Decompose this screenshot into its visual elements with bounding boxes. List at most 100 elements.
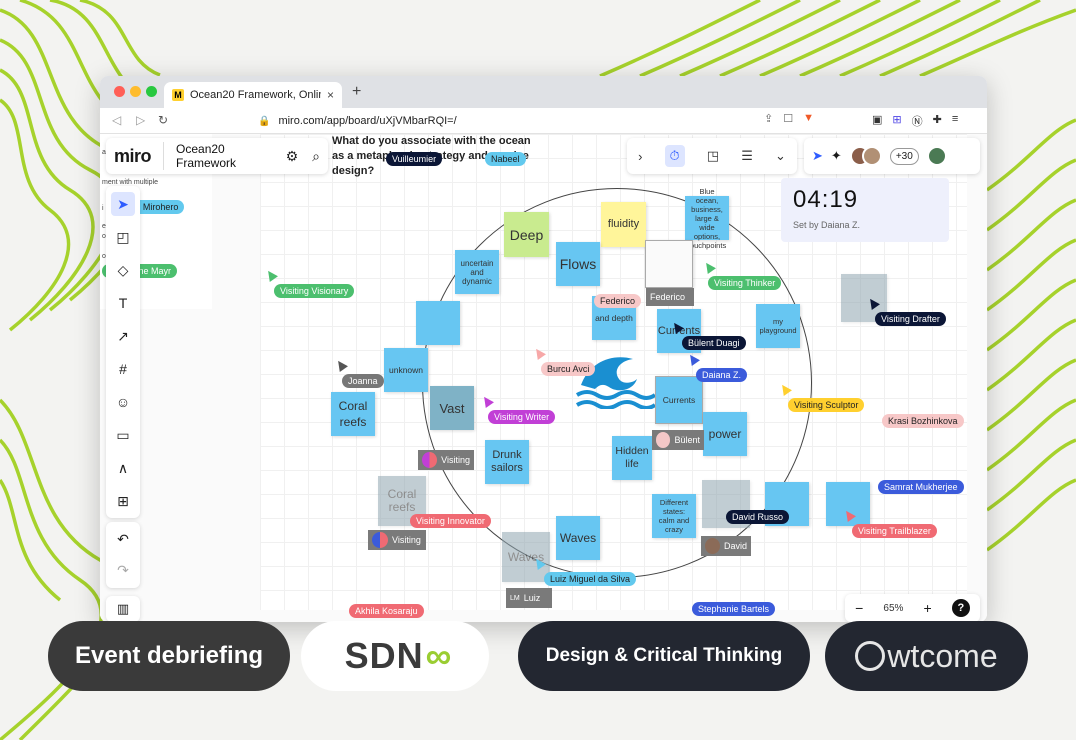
zoom-in-icon[interactable]: + (923, 600, 932, 616)
sticky-note[interactable] (416, 301, 460, 345)
sdn-logo-pill: SDN∞ (301, 621, 489, 691)
redo-icon[interactable]: ↷ (117, 562, 129, 578)
brave-shield-icon[interactable]: ▼ (803, 112, 814, 124)
sticky-note-grey[interactable] (645, 240, 693, 288)
cursor-tag-samrat-mukherjee: Samrat Mukherjee (878, 480, 964, 494)
sticky-note[interactable]: Drunk sailors (485, 440, 529, 484)
sticky-note[interactable]: power (703, 412, 747, 456)
emoji-sticker-icon[interactable]: ☺ (115, 394, 131, 410)
cursor-tag-visiting-writer: Visiting Writer (488, 410, 556, 424)
pen-icon[interactable]: ∧ (117, 459, 129, 476)
owtcome-o-icon (855, 641, 886, 671)
zoom-level[interactable]: 65% (883, 602, 904, 614)
notion-extension-icon[interactable]: ▣ (872, 114, 883, 126)
event-debriefing-pill: Event debriefing (48, 621, 290, 691)
search-icon[interactable]: ⌕ (312, 147, 320, 164)
avatar (705, 538, 720, 554)
back-icon[interactable]: ◁ (112, 113, 122, 127)
puzzle-extension-icon[interactable]: ✚ (932, 114, 942, 126)
initials-avatar: LM (510, 594, 520, 602)
lock-icon: 🔒 (258, 115, 271, 127)
sticky-note[interactable]: Waves (556, 516, 600, 560)
sticky-note[interactable]: fluidity (601, 202, 646, 247)
sticky-note-faded[interactable]: Waves (502, 532, 550, 582)
cursor-tag-luiz-miguel-da-silva: Luiz Miguel da Silva (544, 572, 637, 586)
user-label: Federico (650, 292, 686, 302)
board-name[interactable]: Ocean20 Framework (163, 142, 268, 170)
infinity-loop-icon: ∞ (425, 635, 452, 676)
undo-redo-bar: ↶ ↷ (106, 522, 140, 588)
avatar (656, 432, 671, 448)
sticky-note[interactable]: Blue ocean, business, large & wide optio… (685, 187, 729, 250)
reload-icon[interactable]: ↻ (158, 113, 169, 127)
undo-icon[interactable]: ↶ (117, 531, 129, 547)
forward-icon[interactable]: ▷ (136, 113, 146, 127)
more-collaborators-badge[interactable]: +30 (889, 147, 919, 165)
close-window-button[interactable] (114, 86, 125, 97)
user-label: Bülent (674, 435, 700, 445)
browser-window: M Ocean20 Framework, Online W × + ◁ ▷ ↻ … (100, 76, 987, 622)
miro-favicon-icon: M (172, 89, 184, 101)
cursor-tag-visiting-trailblazer: Visiting Trailblazer (852, 524, 937, 538)
sticky-note[interactable]: Different states: calm and crazy (652, 494, 696, 538)
browser-tab[interactable]: M Ocean20 Framework, Online W × (164, 82, 342, 108)
design-thinking-label: Design & Critical Thinking (545, 645, 783, 666)
miro-logo[interactable]: miro (114, 145, 152, 166)
sticky-note[interactable]: Deep (504, 212, 549, 257)
select-cursor-icon[interactable]: ➤ (111, 192, 135, 216)
chevron-right-icon[interactable]: › (638, 148, 643, 164)
sticky-note[interactable]: Vast (430, 386, 474, 430)
sticky-note[interactable]: Currents (655, 376, 703, 424)
sticky-note[interactable]: Flows (556, 242, 600, 286)
share-icon[interactable]: ⇪ (764, 113, 774, 125)
n-extension-icon[interactable]: Ⓝ (911, 116, 923, 128)
frame-icon[interactable]: # (119, 361, 127, 377)
timer-widget[interactable]: 04:19 Set by Daiana Z. (781, 178, 949, 242)
cursor-tag-joanna: Joanna (342, 374, 384, 388)
frames-panel-icon[interactable]: ▥ (106, 596, 140, 622)
sticky-note[interactable] (826, 482, 870, 526)
user-label-box: Federico (646, 288, 694, 306)
sticky-note[interactable]: unknown (384, 348, 428, 392)
owtcome-logo-pill: wtcome (825, 621, 1028, 691)
text-tool-icon[interactable]: T (118, 295, 128, 311)
chevron-down-icon[interactable]: ⌄ (775, 148, 786, 163)
zoom-out-icon[interactable]: − (855, 600, 864, 616)
bookmark-icon[interactable]: ☐ (783, 113, 794, 125)
timer-set-by: Set by Daiana Z. (793, 220, 861, 230)
cursor-tag-nabeel: Nabeel (485, 152, 526, 166)
sticky-note[interactable]: Hidden life (612, 436, 652, 480)
more-apps-plus-icon[interactable]: ⊞ (117, 492, 129, 509)
sticky-note[interactable]: Coral reefs (331, 392, 375, 436)
sticky-note-icon[interactable]: ◰ (116, 228, 130, 245)
notes-icon[interactable]: ☰ (741, 148, 753, 163)
left-frame-text: ac (102, 148, 212, 158)
user-avatar[interactable] (926, 146, 947, 166)
tab-close-icon[interactable]: × (326, 88, 334, 102)
new-tab-button[interactable]: + (352, 83, 362, 100)
sticky-note[interactable]: uncertain and dynamic (455, 250, 499, 294)
arrow-line-icon[interactable]: ↗ (117, 327, 129, 344)
menu-icon[interactable]: ≡ (951, 113, 959, 125)
grid-extension-icon[interactable]: ⊞ (892, 114, 902, 126)
timer-icon[interactable]: ⏱ (664, 145, 685, 167)
celebrate-icon[interactable]: ✦ (830, 148, 842, 163)
sticky-note[interactable]: my playground (756, 304, 800, 348)
settings-gear-icon[interactable]: ⚙ (285, 147, 299, 164)
shapes-icon[interactable]: ◇ (117, 261, 129, 278)
avatar[interactable] (861, 146, 882, 166)
url-field[interactable]: 🔒 miro.com/app/board/uXjVMbarRQI=/ (258, 111, 814, 131)
cursor-tag-visiting-visionary: Visiting Visionary (274, 284, 355, 298)
cursors-toggle-icon[interactable]: ➤ (812, 148, 823, 163)
user-label-box: Bülent (652, 430, 704, 450)
help-icon[interactable]: ? (951, 599, 970, 617)
card-icon[interactable]: ◳ (706, 148, 720, 163)
maximize-window-button[interactable] (146, 86, 157, 97)
cursor-tag-visiting-sculptor: Visiting Sculptor (788, 398, 865, 412)
left-toolbar: ➤ ◰ ◇ T ↗ # ☺ ▭ ∧ ⊞ (106, 186, 140, 518)
cursor-tag-visiting-drafter: Visiting Drafter (875, 312, 946, 326)
minimize-window-button[interactable] (130, 86, 141, 97)
comment-card-icon[interactable]: ▭ (116, 426, 130, 443)
left-frame-text: ment with multiple (102, 179, 159, 186)
sdn-logo: SDN∞ (345, 635, 452, 677)
